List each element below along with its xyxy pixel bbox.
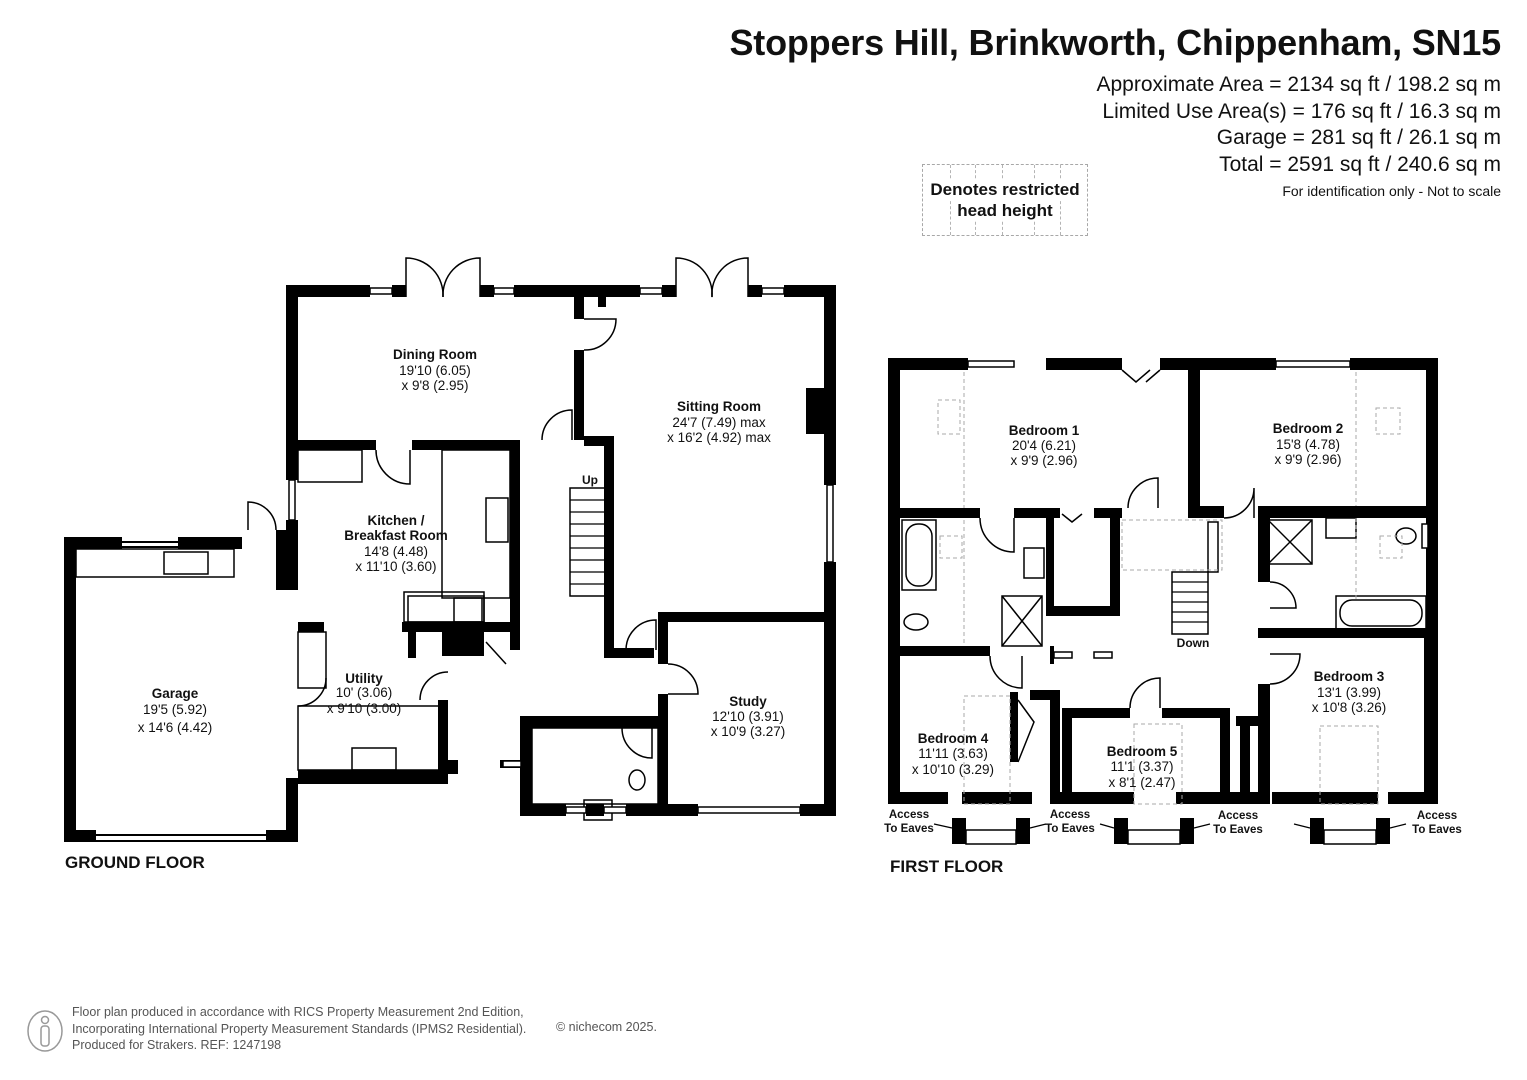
bedroom-3-name: Bedroom 3 <box>1314 669 1385 684</box>
kitchen-name-1: Kitchen / <box>367 513 424 528</box>
limited-use-area: Limited Use Area(s) = 176 sq ft / 16.3 s… <box>1102 99 1501 123</box>
eaves-label-3a: Access <box>1218 810 1258 822</box>
study-dim-1: 12'10 (3.91) <box>712 709 784 724</box>
person-icon <box>27 1010 63 1052</box>
eaves-label-4a: Access <box>1417 810 1457 822</box>
stairs-down-label: Down <box>1177 636 1210 650</box>
dining-room-dim-2: x 9'8 (2.95) <box>401 378 468 393</box>
first-floor-label: FIRST FLOOR <box>890 857 1004 876</box>
footer-notes: Floor plan produced in accordance with R… <box>72 1004 526 1054</box>
utility-dim-1: 10' (3.06) <box>336 685 393 700</box>
study-name: Study <box>729 694 767 709</box>
dining-room-name: Dining Room <box>393 347 477 362</box>
sitting-room-name: Sitting Room <box>677 399 761 414</box>
footer-line-1: Floor plan produced in accordance with R… <box>72 1005 524 1019</box>
eaves-label-1a: Access <box>889 809 929 821</box>
bedroom-3-dim-2: x 10'8 (3.26) <box>1312 700 1387 715</box>
bedroom-5-dim-1: 11'1 (3.37) <box>1110 759 1173 774</box>
restricted-height-legend: Denotes restricted head height <box>922 164 1088 236</box>
dining-room-dim-1: 19'10 (6.05) <box>399 363 471 378</box>
copyright-notice: © nichecom 2025. <box>556 1020 657 1034</box>
bedroom-1-name: Bedroom 1 <box>1009 423 1080 438</box>
utility-name: Utility <box>345 671 383 686</box>
sitting-room-dim-2: x 16'2 (4.92) max <box>667 430 771 445</box>
stairs-up-label: Up <box>582 473 598 487</box>
eaves-label-3b: To Eaves <box>1213 824 1263 836</box>
garage-name: Garage <box>152 686 199 701</box>
garage-dim-2: x 14'6 (4.42) <box>138 720 213 735</box>
footer-line-2: Incorporating International Property Mea… <box>72 1021 527 1036</box>
scale-note: For identification only - Not to scale <box>1282 183 1501 199</box>
approximate-area: Approximate Area = 2134 sq ft / 198.2 sq… <box>1096 73 1502 96</box>
bedroom-3-dim-1: 13'1 (3.99) <box>1317 685 1381 700</box>
utility-dim-2: x 9'10 (3.00) <box>327 701 402 716</box>
bedroom-1-dim-2: x 9'9 (2.96) <box>1010 453 1077 468</box>
eaves-label-1b: To Eaves <box>884 823 934 835</box>
legend-line-2: head height <box>955 201 1055 220</box>
area-summary: Approximate Area = 2134 sq ft / 198.2 sq… <box>1097 72 1502 204</box>
eaves-label-4b: To Eaves <box>1412 824 1462 836</box>
sitting-room-dim-1: 24'7 (7.49) max <box>672 415 766 430</box>
bedroom-1-dim-1: 20'4 (6.21) <box>1012 438 1076 453</box>
eaves-label-2a: Access <box>1050 809 1090 821</box>
footer-line-3: Produced for Strakers. REF: 1247198 <box>72 1038 282 1052</box>
study-dim-2: x 10'9 (3.27) <box>711 724 786 739</box>
kitchen-dim-2: x 11'10 (3.60) <box>355 559 436 574</box>
eaves-label-2b: To Eaves <box>1045 823 1095 835</box>
kitchen-name-2: Breakfast Room <box>344 528 448 543</box>
bedroom-2-dim-1: 15'8 (4.78) <box>1276 437 1340 452</box>
bedroom-2-name: Bedroom 2 <box>1273 421 1344 436</box>
first-floor-plan <box>888 358 1438 845</box>
garage-area: Garage = 281 sq ft / 26.1 sq m <box>1216 126 1501 149</box>
bedroom-4-dim-1: 11'11 (3.63) <box>918 746 988 761</box>
bedroom-5-dim-2: x 8'1 (2.47) <box>1108 775 1175 790</box>
garage-dim-1: 19'5 (5.92) <box>143 702 207 717</box>
ground-floor-plan <box>64 257 836 842</box>
total-area: Total = 2591 sq ft / 240.6 sq m <box>1219 152 1501 176</box>
legend-line-1: Denotes restricted <box>928 180 1082 199</box>
kitchen-dim-1: 14'8 (4.48) <box>364 544 428 559</box>
bedroom-2-dim-2: x 9'9 (2.96) <box>1274 452 1341 467</box>
bedroom-5-name: Bedroom 5 <box>1107 744 1178 759</box>
ground-floor-label: GROUND FLOOR <box>65 853 205 872</box>
bedroom-4-name: Bedroom 4 <box>918 731 989 746</box>
page-title: Stoppers Hill, Brinkworth, Chippenham, S… <box>729 22 1502 63</box>
bedroom-4-dim-2: x 10'10 (3.29) <box>912 762 994 777</box>
